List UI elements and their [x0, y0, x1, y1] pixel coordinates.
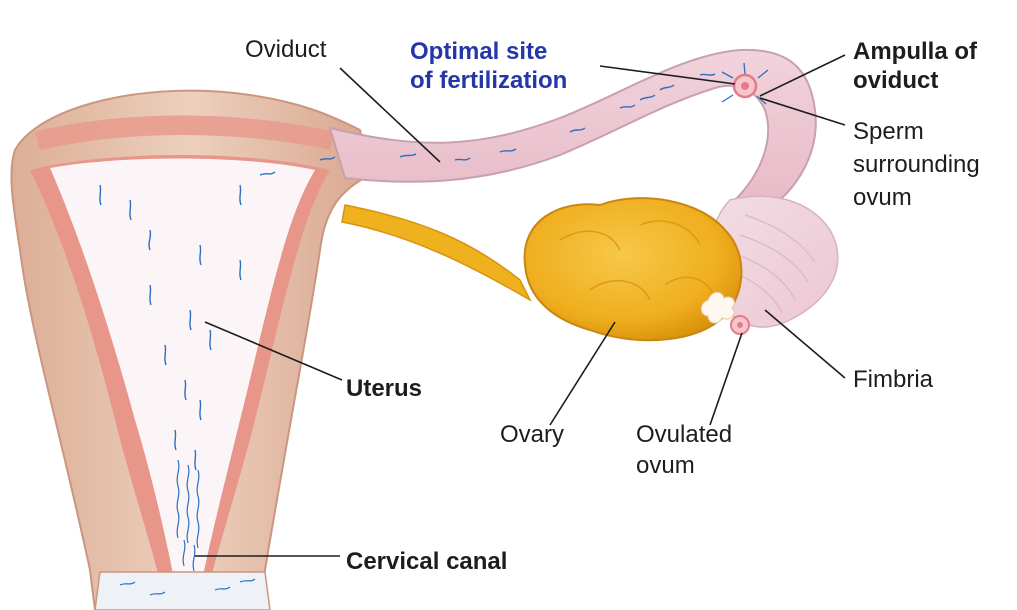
label-sperm-line3: ovum: [853, 183, 912, 212]
label-ovulated-line2: ovum: [636, 451, 695, 480]
label-oviduct: Oviduct: [245, 35, 326, 64]
leader-ovulated: [710, 333, 742, 425]
label-sperm-line1: Sperm: [853, 117, 924, 146]
label-cervical-canal: Cervical canal: [346, 547, 507, 576]
ovarian-ligament: [342, 205, 530, 300]
label-optimal-site-line2: of fertilization: [410, 66, 567, 95]
label-fimbria: Fimbria: [853, 365, 933, 394]
cervix: [95, 572, 270, 610]
leader-ovary: [550, 322, 615, 425]
label-uterus: Uterus: [346, 374, 422, 403]
leader-fimbria: [765, 310, 845, 378]
ovulated-ovum: [731, 316, 749, 334]
label-ampulla-line2: oviduct: [853, 66, 938, 95]
label-ovulated-line1: Ovulated: [636, 420, 732, 449]
label-optimal-site-line1: Optimal site: [410, 37, 547, 66]
label-ampulla-line1: Ampulla of: [853, 37, 977, 66]
label-sperm-line2: surrounding: [853, 150, 980, 179]
label-ovary: Ovary: [500, 420, 564, 449]
